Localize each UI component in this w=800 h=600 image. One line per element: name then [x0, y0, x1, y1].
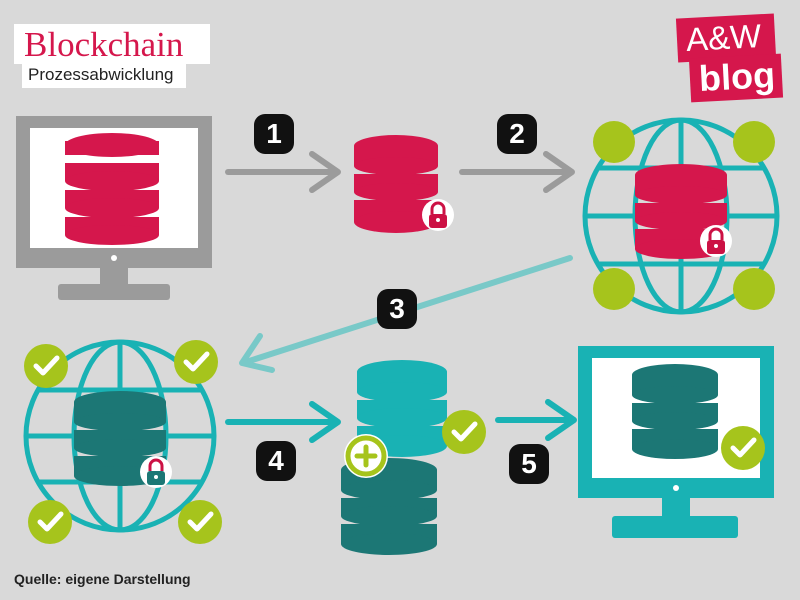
lock-icon-validation — [138, 454, 174, 490]
page-subtitle: Prozessabwicklung — [28, 65, 174, 84]
step-badge-1: 1 — [254, 114, 294, 154]
checkmark-icon — [24, 344, 68, 388]
lock-icon-network — [698, 223, 734, 259]
checkmark-icon — [174, 340, 218, 384]
network-node — [593, 121, 635, 163]
logo-text-line1: A&W — [685, 17, 763, 58]
checkmark-icon — [442, 410, 486, 454]
database-icon-chain — [341, 458, 437, 555]
logo-text-line2: blog — [697, 54, 776, 99]
arrow-icon-step-4 — [225, 401, 341, 443]
database-icon-result — [632, 364, 718, 459]
checkmark-icon — [178, 500, 222, 544]
database-icon-source — [65, 133, 159, 245]
database-icon-encrypted — [354, 135, 438, 233]
plus-icon — [344, 434, 388, 478]
network-node — [733, 268, 775, 310]
arrow-icon-step-2 — [459, 151, 575, 193]
network-node — [733, 121, 775, 163]
step-badge-5: 5 — [509, 444, 549, 484]
title-background — [14, 24, 210, 64]
database-icon-new-block — [357, 360, 447, 457]
step-badge-4: 4 — [256, 441, 296, 481]
step-badge-2: 2 — [497, 114, 537, 154]
subtitle-background — [22, 62, 186, 88]
step-badge-3: 3 — [377, 289, 417, 329]
checkmark-icon — [721, 426, 765, 470]
page-title: Blockchain — [24, 25, 184, 64]
network-node — [593, 268, 635, 310]
arrow-icon-step-5 — [495, 399, 577, 441]
source-caption: Quelle: eigene Darstellung — [14, 571, 191, 587]
checkmark-icon — [28, 500, 72, 544]
lock-icon-encrypted — [420, 197, 456, 233]
arrow-icon-step-1 — [225, 151, 341, 193]
